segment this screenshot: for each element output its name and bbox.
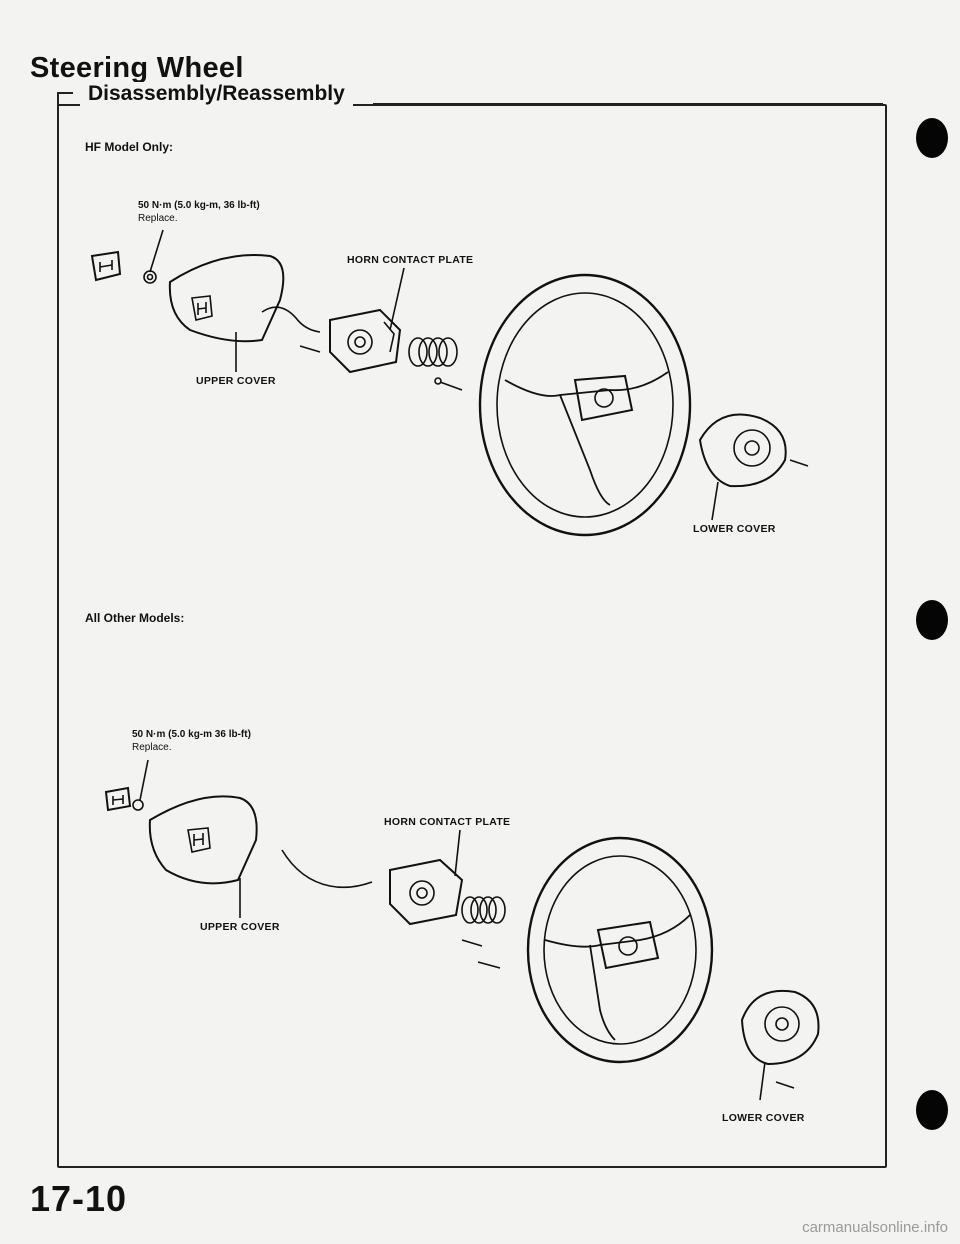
other-horn-plate-leader (454, 829, 461, 877)
hf-horn-contact-plate-label: HORN CONTACT PLATE (347, 254, 474, 266)
other-torque-note: Replace. (132, 742, 172, 753)
hf-screw-icon (299, 345, 321, 353)
hf-screw-icon (789, 459, 809, 467)
hf-horn-contact-plate (329, 308, 402, 374)
other-screw-icon (775, 1081, 795, 1089)
other-screw-icon (477, 961, 501, 969)
hf-upper-cover-label: UPPER COVER (196, 375, 276, 387)
page-title: Steering Wheel (30, 52, 244, 84)
section-rule (373, 103, 883, 105)
hf-nut-icon (143, 270, 157, 284)
other-torque-spec: 50 N·m (5.0 kg-m 36 lb-ft) Replace. (132, 728, 251, 754)
other-spring-icon (461, 896, 506, 924)
hf-torque-note: Replace. (138, 213, 178, 224)
hf-lower-cover (698, 413, 787, 488)
hf-torque-spec: 50 N·m (5.0 kg-m, 36 lb-ft) Replace. (138, 199, 260, 225)
other-models-heading: All Other Models: (85, 611, 185, 625)
other-horn-contact-plate (389, 858, 464, 926)
other-lower-cover-label: LOWER COVER (722, 1112, 805, 1124)
other-upper-cover-label: UPPER COVER (200, 921, 280, 933)
other-torque-leader (139, 759, 149, 801)
other-emblem-icon (104, 786, 132, 812)
margin-marker-dot (916, 1090, 948, 1130)
margin-marker-dot (916, 600, 948, 640)
margin-marker-dot (916, 118, 948, 158)
other-horn-contact-plate-label: HORN CONTACT PLATE (384, 816, 511, 828)
hf-torque-leader (149, 229, 164, 273)
other-lower-cover-leader (759, 1061, 766, 1101)
other-torque-value: 50 N·m (5.0 kg-m 36 lb-ft) (132, 729, 251, 740)
page-number: 17-10 (30, 1178, 128, 1219)
hf-torque-value: 50 N·m (5.0 kg-m, 36 lb-ft) (138, 200, 260, 211)
hf-horn-plate-leader (389, 267, 405, 331)
hf-lower-cover-leader (711, 481, 719, 521)
section-title: Disassembly/Reassembly (80, 82, 353, 106)
hf-model-heading: HF Model Only: (85, 140, 173, 154)
other-steering-wheel (526, 836, 714, 1064)
hf-steering-wheel (478, 273, 692, 537)
hf-emblem-icon (90, 250, 122, 282)
other-upper-cover-pad (148, 795, 258, 885)
watermark: carmanualsonline.info (802, 1219, 948, 1236)
section-rule-tick (57, 92, 73, 108)
other-harness (281, 849, 373, 889)
other-lower-cover (740, 989, 820, 1066)
hf-harness (261, 306, 321, 333)
other-nut-icon (132, 799, 144, 811)
other-screw-icon (461, 939, 483, 947)
hf-lower-cover-label: LOWER COVER (693, 523, 776, 535)
content-frame (57, 104, 887, 1168)
hf-spring-icon (408, 337, 458, 367)
hf-upper-cover-pad (168, 254, 285, 343)
hf-screw-icon (439, 381, 463, 391)
